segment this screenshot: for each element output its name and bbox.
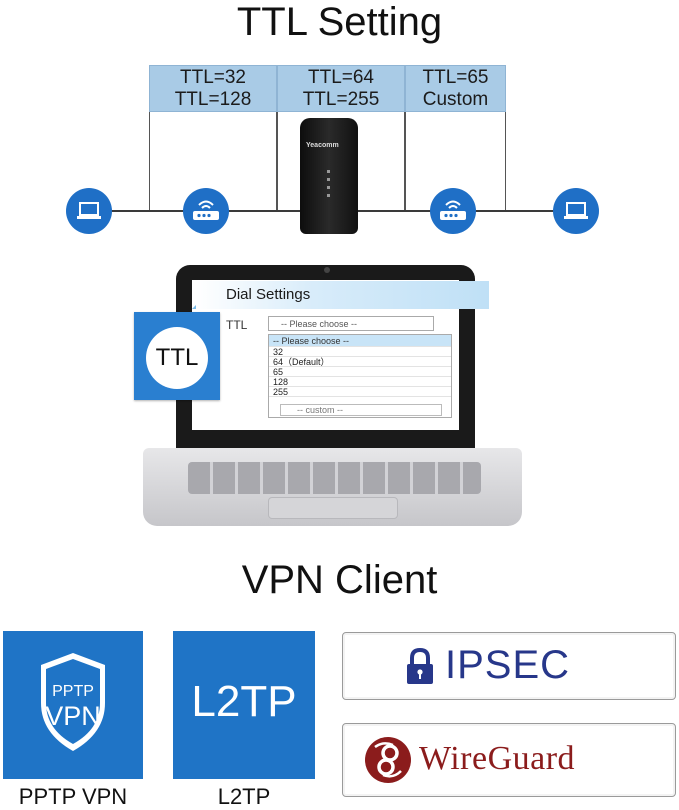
pptp-shield-bottom: VPN — [45, 701, 101, 731]
webcam — [324, 267, 330, 273]
pptp-shield-top: PPTP — [52, 683, 94, 700]
lock-icon — [407, 647, 433, 684]
router-device: Yeacomm — [300, 118, 358, 234]
ttl-box-2-line2: TTL=255 — [302, 89, 380, 110]
ttl-option[interactable]: -- Please choose -- — [269, 335, 451, 347]
router-brand: Yeacomm — [306, 142, 339, 149]
pptp-caption: PPTP VPN — [18, 784, 128, 809]
router-leds — [327, 170, 331, 210]
touchpad — [268, 497, 398, 519]
l2tp-tile: L2TP — [173, 631, 315, 779]
wireguard-label: WireGuard — [419, 740, 576, 777]
l2tp-caption: L2TP — [217, 784, 271, 809]
ttl-box-2-line1: TTL=64 — [307, 67, 374, 88]
laptop-icon — [553, 188, 599, 234]
ttl-box-2: TTL=64 TTL=255 — [277, 65, 405, 112]
router-icon — [183, 188, 229, 234]
ttl-box-3-line1: TTL=65 — [422, 67, 489, 88]
ttl-option[interactable]: 128 — [269, 377, 451, 387]
ttl-box-3: TTL=65 Custom — [405, 65, 506, 112]
ttl-setting-heading: TTL Setting — [236, 0, 443, 44]
ttl-option[interactable]: 64（Default） — [269, 357, 451, 367]
ipsec-badge: IPSEC — [342, 632, 676, 700]
pptp-tile: PPTP VPN — [3, 631, 143, 779]
wireguard-logo-icon — [365, 737, 411, 783]
ttl-box-1-line1: TTL=32 — [179, 67, 246, 88]
vpn-client-heading: VPN Client — [241, 558, 438, 602]
ttl-box-1: TTL=32 TTL=128 — [149, 65, 277, 112]
laptop-icon — [66, 188, 112, 234]
ttl-custom-option[interactable]: -- custom -- — [280, 404, 442, 416]
wireguard-badge: WireGuard — [342, 723, 676, 797]
keyboard — [188, 462, 481, 494]
ttl-field-label: TTL — [226, 318, 248, 332]
dial-settings-header: Dial Settings — [196, 281, 489, 309]
shield-icon — [41, 653, 105, 751]
ipsec-label: IPSEC — [445, 643, 571, 687]
ttl-select[interactable]: -- Please choose -- — [268, 316, 434, 331]
l2tp-tile-label: L2TP — [191, 677, 297, 726]
ttl-box-3-line2: Custom — [422, 89, 489, 110]
ttl-box-1-line2: TTL=128 — [174, 89, 252, 110]
ttl-option[interactable]: 255 — [269, 387, 451, 397]
ttl-option[interactable]: 65 — [269, 367, 451, 377]
ttl-badge: TTL — [146, 327, 208, 389]
ttl-option[interactable]: 32 — [269, 347, 451, 357]
router-icon — [430, 188, 476, 234]
